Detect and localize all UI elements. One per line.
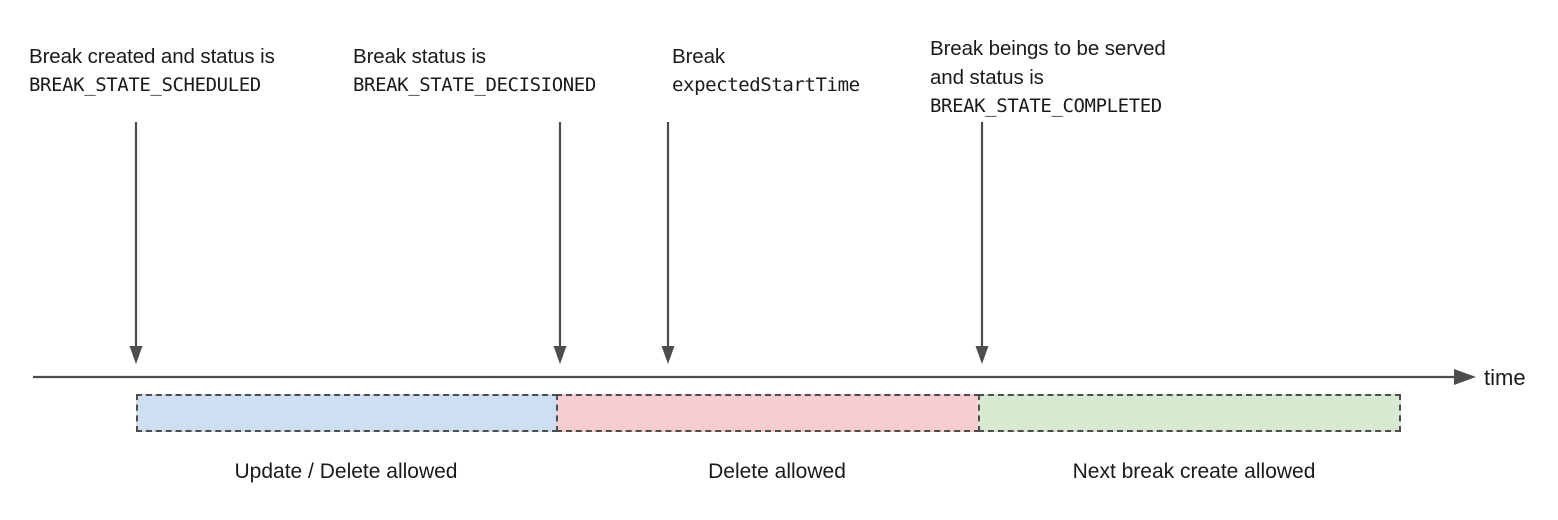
phase-bar-update-delete: [136, 394, 558, 432]
annotation-code-line: BREAK_STATE_COMPLETED: [930, 95, 1162, 117]
phase-caption-update-delete: Update / Delete allowed: [234, 460, 458, 483]
phase-bar-next-create: [978, 394, 1401, 432]
phase-bar-track: [136, 394, 1401, 432]
annotation-code-line: BREAK_STATE_SCHEDULED: [29, 74, 261, 96]
annotation-expected-start-time: Break expectedStartTime: [672, 42, 860, 100]
annotation-code-line: BREAK_STATE_DECISIONED: [353, 74, 596, 96]
marker-arrow-down-icon-scheduled: [128, 122, 144, 366]
annotation-prose-line: Break: [672, 45, 726, 68]
annotation-break-state-completed: Break beings to be served and status is …: [930, 34, 1166, 121]
annotation-prose-line: Break status is: [353, 45, 486, 68]
annotation-code-line: expectedStartTime: [672, 74, 860, 96]
marker-arrow-down-icon-decisioned: [552, 122, 568, 366]
time-axis-label: time: [1484, 365, 1526, 390]
annotation-prose-line: Break created and status is: [29, 45, 275, 68]
marker-arrow-down-icon-expected-start-time: [660, 122, 676, 366]
marker-arrow-down-icon-completed: [974, 122, 990, 366]
annotation-break-state-decisioned: Break status is BREAK_STATE_DECISIONED: [353, 42, 596, 100]
time-axis-arrow-icon: [33, 362, 1478, 392]
annotation-break-state-scheduled: Break created and status is BREAK_STATE_…: [29, 42, 275, 100]
phase-caption-next-create: Next break create allowed: [1072, 460, 1316, 483]
annotation-prose-line: and status is: [930, 66, 1044, 89]
phase-caption-delete-only: Delete allowed: [708, 460, 846, 483]
annotation-prose-line: Break beings to be served: [930, 37, 1166, 60]
phase-bar-delete-only: [556, 394, 980, 432]
